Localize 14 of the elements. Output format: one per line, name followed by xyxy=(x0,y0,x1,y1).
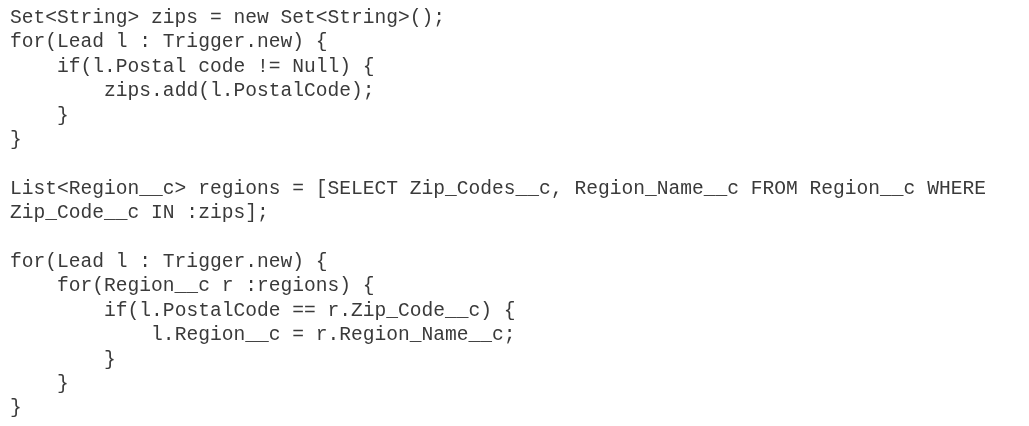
code-line: } xyxy=(57,372,69,397)
code-line: if(l.Postal code != Null) { xyxy=(57,54,375,80)
code-line: zips.add(l.PostalCode); xyxy=(104,79,375,104)
code-line: for(Region__c r :regions) { xyxy=(57,274,375,299)
code-line: if(l.PostalCode == r.Zip_Code__c) { xyxy=(104,298,516,324)
code-line: for(Lead l : Trigger.new) { xyxy=(10,250,328,275)
code-line: } xyxy=(10,128,22,153)
code-line: } xyxy=(57,103,69,129)
code-line: } xyxy=(104,347,116,373)
code-line: } xyxy=(10,396,22,421)
code-line: l.Region__c = r.Region_Name__c; xyxy=(151,323,516,348)
code-line: Set<String> zips = new Set<String>(); xyxy=(10,6,446,31)
code-line: for(Lead l : Trigger.new) { xyxy=(10,30,328,55)
code-line: List<Region__c> regions = [SELECT Zip_Codes__c, Region_Name__c FROM Region__c WHERE Zip_Code__c IN :zips]; xyxy=(10,176,987,226)
